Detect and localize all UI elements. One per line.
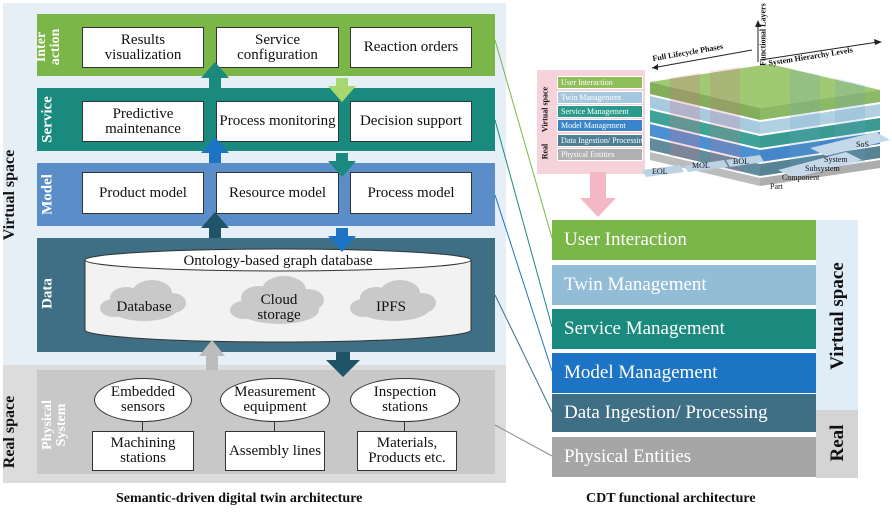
sensor-connector [142,422,143,432]
cube-legend-model-management: Model Management [557,119,643,132]
right-real-label: Real [827,424,848,462]
right-caption: CDT functional architecture [586,491,756,506]
ipfs-label: IPFS [375,299,407,315]
ipfs-cloud-icon [350,280,436,321]
cube-to-stack-arrow [580,172,616,217]
cube-legend-service-management: Service Management [557,105,643,118]
layer-model-management: Model Management [552,353,816,393]
measurement-connector [274,422,275,432]
service-configuration-box: Service configuration [216,27,339,68]
reaction-orders-box: Reaction orders [350,27,472,68]
cube-graphic [642,20,890,186]
embedded-sensors-ellipse: Embedded sensors [94,378,192,422]
cube-legend-twin-management: Twin Management [557,91,643,104]
phase-eol: EOL [652,167,668,176]
graph-database-cylinder [84,248,472,343]
cube-side-real: Real [540,143,550,160]
cube-side-virtual: Virtual space [540,86,550,133]
layer-data-ingestion: Data Ingestion/ Processing [552,394,816,432]
cloud-icons [100,276,436,324]
arrow-model-to-data [328,228,356,252]
real-side-panel [816,410,858,478]
process-monitoring-box: Process monitoring [216,101,339,142]
arrow-model-to-service [201,137,229,163]
materials-products-box: Materials, Products etc. [357,431,457,471]
process-model-box: Process model [350,172,472,214]
assembly-lines-box: Assembly lines [225,431,325,471]
decision-support-box: Decision support [350,101,472,142]
phase-bol: BOL [733,157,749,166]
level-component: Component [782,173,820,182]
database-cloud-icon [100,280,186,321]
phase-mol: MOL [692,161,710,170]
level-part: Part [770,182,783,191]
axis-functional-label: Functional Layers [758,3,768,66]
downward-arrows [326,78,360,377]
layer-user-interaction: User Interaction [552,220,816,260]
graph-database-title: Ontology-based graph database [183,253,373,269]
product-model-box: Product model [82,172,204,214]
layer-service-management: Service Management [552,309,816,349]
machining-stations-box: Machining stations [92,431,194,471]
arrow-service-to-interaction [201,62,229,88]
virtual-side-panel [816,220,858,410]
left-caption: Semantic-driven digital twin architectur… [116,491,363,506]
arrow-data-to-physical [326,352,360,377]
cloud-storage-label: Cloud storage [257,292,301,323]
arrow-data-to-model [201,212,229,238]
arrow-interaction-to-service [328,78,356,102]
cube-legend-data-ingestion: Data Ingestion/ Processing [557,134,643,147]
measurement-equipment-ellipse: Measurement equipment [220,378,330,422]
predictive-maintenance-box: Predictive maintenance [82,101,204,142]
cube-legend-physical-entities: Physical Entities [557,148,643,161]
level-system: System [824,155,848,164]
inspection-connector [404,422,405,432]
results-visualization-box: Results visualization [82,27,204,68]
right-virtual-space-label: Virtual space [827,262,848,370]
arrow-service-to-model [328,153,356,177]
arrow-physical-to-data [199,340,225,370]
cube-legend-user-interaction: User Interaction [557,76,643,89]
database-label: Database [116,299,172,315]
layer-twin-management: Twin Management [552,265,816,305]
upward-arrows [199,62,229,370]
layer-physical-entities: Physical Entities [552,437,816,477]
level-sos: SoS [856,140,869,149]
inspection-stations-ellipse: Inspection stations [350,378,460,422]
cloud-storage-cloud-icon [230,276,324,324]
level-subsystem: Subsystem [805,164,840,173]
resource-model-box: Resource model [216,172,339,214]
layer-arrows [199,62,360,377]
